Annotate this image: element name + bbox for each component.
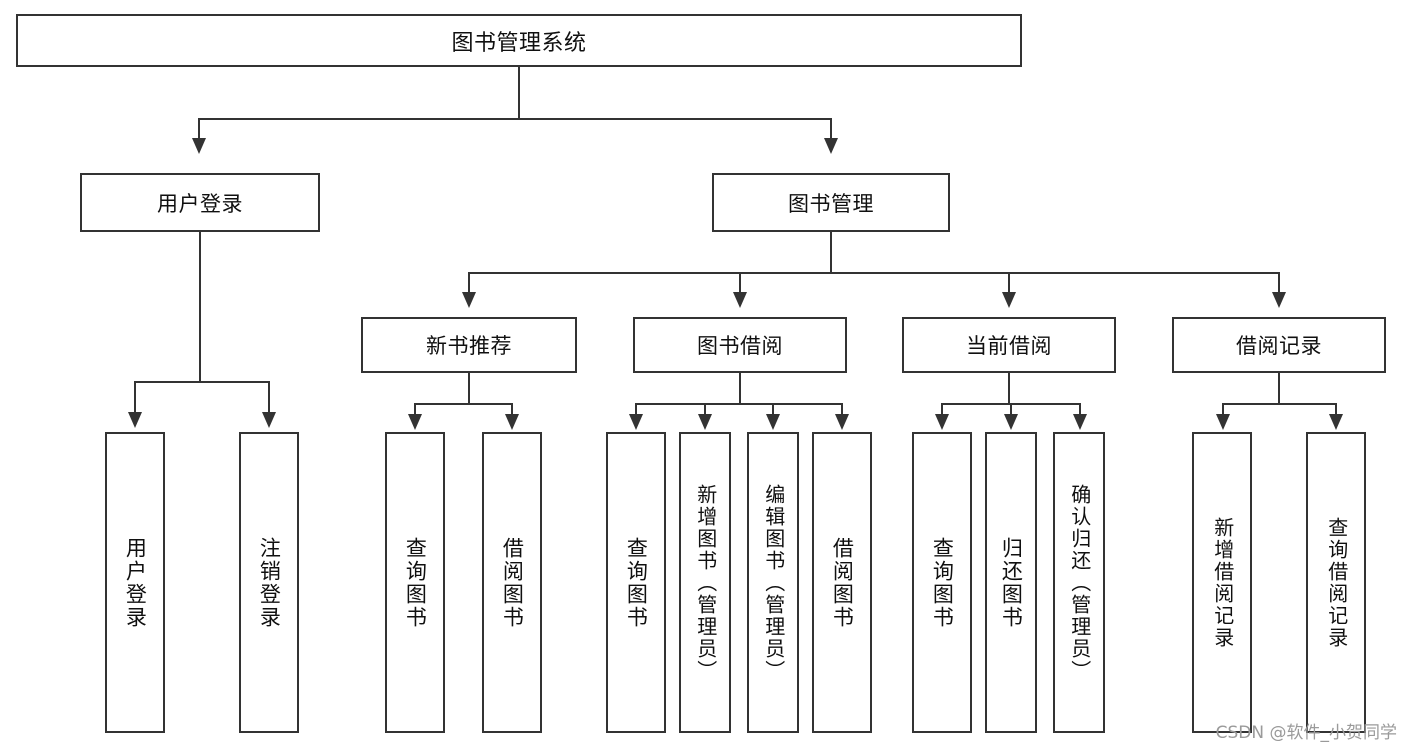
node-root-book-management-system[interactable]: 图书管理系统 <box>16 14 1022 67</box>
connector-new-book-recommend-bus <box>414 403 513 405</box>
connector-user-login-stem <box>199 232 201 383</box>
leaf-label: 归还图书 <box>999 536 1024 629</box>
arrow-to-book-management <box>824 138 838 154</box>
node-borrow-record[interactable]: 借阅记录 <box>1172 317 1386 373</box>
connector-br-to-add <box>1222 403 1224 416</box>
arrow-to-leaf-user-login <box>128 412 142 428</box>
connector-nbr-to-borrow <box>511 403 513 416</box>
leaf-borrow-book-bb[interactable]: 借阅图书 <box>812 432 872 733</box>
leaf-confirm-return-admin[interactable]: 确认归还（管理员） <box>1053 432 1105 733</box>
arrow-to-new-book-recommend <box>462 292 476 308</box>
connector-root-to-book-management <box>830 118 832 140</box>
connector-cb-to-confirm <box>1079 403 1081 416</box>
connector-br-to-query <box>1335 403 1337 416</box>
connector-to-book-borrow <box>739 272 741 294</box>
connector-cb-to-return <box>1010 403 1012 416</box>
connector-book-borrow-bus <box>635 403 843 405</box>
arrow-bb-to-query <box>629 414 643 430</box>
connector-nbr-to-query <box>414 403 416 416</box>
leaf-label: 新增图书（管理员） <box>693 483 718 682</box>
leaf-query-book-nbr[interactable]: 查询图书 <box>385 432 445 733</box>
arrow-nbr-to-query <box>408 414 422 430</box>
leaf-label: 查询图书 <box>930 536 955 629</box>
arrow-bb-to-borrow <box>835 414 849 430</box>
connector-to-borrow-record <box>1278 272 1280 294</box>
connector-bb-to-edit <box>772 403 774 416</box>
connector-new-book-recommend-stem <box>468 373 470 405</box>
connector-cb-to-query <box>941 403 943 416</box>
leaf-borrow-book-nbr[interactable]: 借阅图书 <box>482 432 542 733</box>
arrow-to-current-borrow <box>1002 292 1016 308</box>
arrow-nbr-to-borrow <box>505 414 519 430</box>
leaf-return-book[interactable]: 归还图书 <box>985 432 1037 733</box>
arrow-cb-to-return <box>1004 414 1018 430</box>
leaf-edit-book-admin[interactable]: 编辑图书（管理员） <box>747 432 799 733</box>
node-book-management[interactable]: 图书管理 <box>712 173 950 232</box>
leaf-label: 查询图书 <box>403 536 428 629</box>
node-label: 图书借阅 <box>697 334 783 358</box>
arrow-bb-to-add <box>698 414 712 430</box>
arrow-cb-to-query <box>935 414 949 430</box>
leaf-label: 注销登录 <box>257 536 282 629</box>
connector-borrow-record-bus <box>1222 403 1337 405</box>
node-label: 借阅记录 <box>1236 334 1322 358</box>
connector-user-login-to-logout <box>268 381 270 414</box>
leaf-query-book-cb[interactable]: 查询图书 <box>912 432 972 733</box>
arrow-to-user-login <box>192 138 206 154</box>
leaf-query-borrow-record[interactable]: 查询借阅记录 <box>1306 432 1366 733</box>
arrow-bb-to-edit <box>766 414 780 430</box>
leaf-label: 编辑图书（管理员） <box>761 483 786 682</box>
connector-current-borrow-stem <box>1008 373 1010 405</box>
leaf-add-borrow-record[interactable]: 新增借阅记录 <box>1192 432 1252 733</box>
connector-to-current-borrow <box>1008 272 1010 294</box>
node-label: 用户登录 <box>157 191 243 216</box>
connector-bb-to-query <box>635 403 637 416</box>
leaf-query-book-bb[interactable]: 查询图书 <box>606 432 666 733</box>
leaf-label: 确认归还（管理员） <box>1067 483 1092 682</box>
connector-to-new-book-recommend <box>468 272 470 294</box>
node-current-borrow[interactable]: 当前借阅 <box>902 317 1116 373</box>
arrow-to-borrow-record <box>1272 292 1286 308</box>
connector-user-login-bus <box>134 381 270 383</box>
arrow-br-to-query <box>1329 414 1343 430</box>
node-book-borrow[interactable]: 图书借阅 <box>633 317 847 373</box>
arrow-to-leaf-logout <box>262 412 276 428</box>
node-label: 当前借阅 <box>966 334 1052 358</box>
leaf-label: 查询借阅记录 <box>1324 516 1349 649</box>
connector-book-management-stem <box>830 232 832 274</box>
connector-bb-to-add <box>704 403 706 416</box>
connector-book-borrow-stem <box>739 373 741 405</box>
leaf-label: 用户登录 <box>123 536 148 629</box>
leaf-add-book-admin[interactable]: 新增图书（管理员） <box>679 432 731 733</box>
node-label: 新书推荐 <box>426 334 512 358</box>
connector-user-login-to-login <box>134 381 136 414</box>
leaf-logout[interactable]: 注销登录 <box>239 432 299 733</box>
leaf-user-login[interactable]: 用户登录 <box>105 432 165 733</box>
node-label: 图书管理 <box>788 191 874 216</box>
node-label: 图书管理系统 <box>451 30 587 56</box>
leaf-label: 借阅图书 <box>500 536 525 629</box>
connector-root-stem <box>518 67 520 120</box>
watermark-csdn: CSDN @软件_小贺同学 <box>1215 723 1397 743</box>
connector-bb-to-borrow <box>841 403 843 416</box>
node-new-book-recommend[interactable]: 新书推荐 <box>361 317 577 373</box>
connector-borrow-record-stem <box>1278 373 1280 405</box>
arrow-to-book-borrow <box>733 292 747 308</box>
leaf-label: 借阅图书 <box>830 536 855 629</box>
arrow-cb-to-confirm <box>1073 414 1087 430</box>
leaf-label: 查询图书 <box>624 536 649 629</box>
connector-root-bus <box>198 118 832 120</box>
arrow-br-to-add <box>1216 414 1230 430</box>
node-user-login[interactable]: 用户登录 <box>80 173 320 232</box>
leaf-label: 新增借阅记录 <box>1210 516 1235 649</box>
connector-book-management-bus <box>468 272 1280 274</box>
connector-root-to-user-login <box>198 118 200 140</box>
